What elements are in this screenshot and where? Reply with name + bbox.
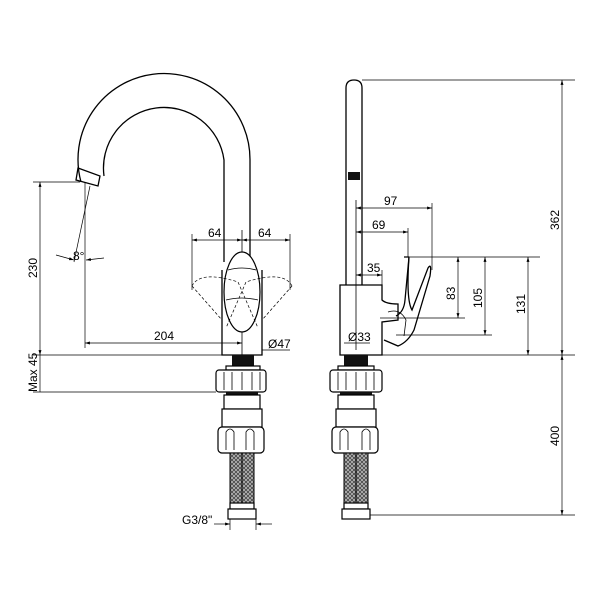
dim-105-label: 105 — [471, 288, 485, 308]
dim-69-label: 69 — [372, 218, 386, 232]
dim-angle-label: 8° — [73, 249, 85, 263]
dim-35-label: 35 — [367, 261, 381, 275]
front-view-dimensions: 230 Max 45 204 8° 64 64 Ø47 G3/8" — [26, 181, 291, 530]
side-view-dimensions: 97 69 35 Ø33 83 105 131 362 400 — [344, 79, 575, 516]
side-view-faucet — [329, 79, 432, 520]
front-view-faucet — [75, 72, 293, 520]
dim-97-label: 97 — [384, 194, 398, 208]
dim-base-diameter-label: Ø47 — [268, 337, 291, 351]
dim-83-label: 83 — [444, 286, 458, 300]
dim-base-diameter-side-label: Ø33 — [348, 330, 371, 344]
dim-total-height-label: 362 — [548, 210, 562, 230]
dim-thread-label: G3/8" — [182, 513, 212, 527]
dim-height-label: 230 — [26, 258, 40, 278]
dim-hose-length-label: 400 — [548, 426, 562, 446]
dim-reach-label: 204 — [154, 329, 174, 343]
dim-handle-right-label: 64 — [258, 226, 272, 240]
dim-131-label: 131 — [514, 294, 528, 314]
dim-handle-left-label: 64 — [208, 226, 222, 240]
dim-max-mount-label: Max 45 — [26, 352, 40, 392]
